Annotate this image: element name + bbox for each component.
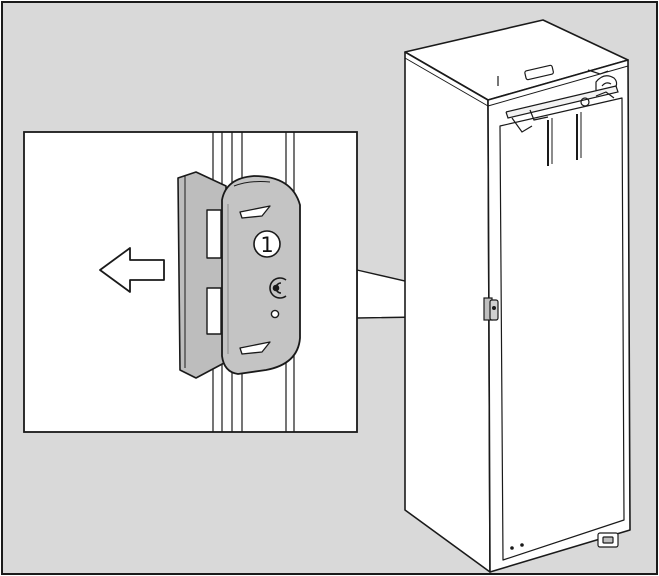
fridge-door xyxy=(499,97,625,561)
fridge-cabinet xyxy=(404,19,631,573)
fridge-front xyxy=(487,59,631,573)
fridge-left-side xyxy=(404,51,491,573)
detail-content: 1 xyxy=(177,132,301,432)
fridge-bottom-hinge xyxy=(510,532,619,550)
fridge-top-hardware xyxy=(497,64,619,166)
fridge-hinge-small xyxy=(483,297,499,321)
fridge-top-edge xyxy=(404,57,629,107)
bracket-slot-upper xyxy=(206,209,222,259)
bracket-hole xyxy=(270,309,280,319)
callout-circle xyxy=(253,230,281,258)
bracket-screw xyxy=(269,277,287,299)
left-arrow-icon xyxy=(99,247,165,293)
bracket-tab-lower xyxy=(239,341,271,355)
bracket-tab-upper xyxy=(239,205,271,219)
bracket-slot-lower xyxy=(206,287,222,335)
callout-number: 1 xyxy=(260,233,273,257)
hinge-bracket xyxy=(221,175,301,375)
